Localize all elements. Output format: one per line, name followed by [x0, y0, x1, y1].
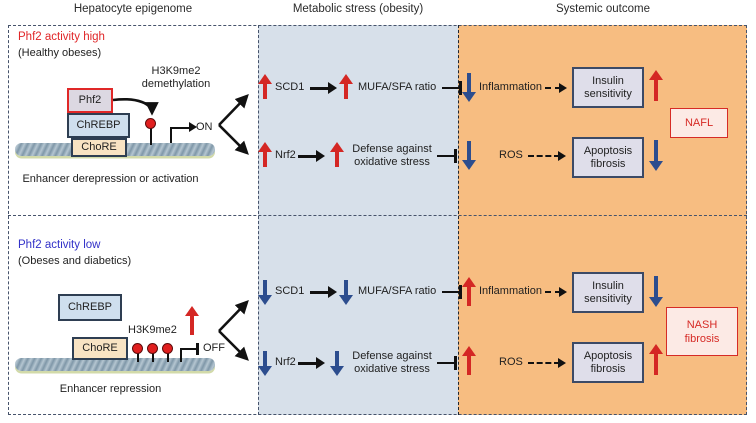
ros-to-apoptosis-dashed-arrow-bottom-icon [528, 357, 566, 369]
nafl-box: NAFL [670, 108, 728, 138]
header-hepatocyte-epigenome: Hepatocyte epigenome [73, 3, 193, 15]
nrf2-down-arrow-icon [258, 350, 272, 376]
defense-inhibits-ros-icon [437, 149, 457, 163]
caption-derepression: Enhancer derepression or activation [22, 173, 199, 185]
methyl-stick-2 [152, 352, 155, 362]
defense-line2-bottom: oxidative stress [354, 362, 430, 375]
divider-top-bottom [8, 215, 747, 216]
nrf2-to-defense-arrow-icon [298, 150, 325, 162]
ros-down-arrow-icon [462, 140, 476, 170]
chore-label-top: ChoRE [81, 141, 117, 154]
header-metabolic-stress: Metabolic stress (obesity) [292, 3, 424, 15]
methyl-mark-icon [145, 118, 156, 129]
caption-repression: Enhancer repression [59, 383, 162, 395]
mufa-inhibits-inflammation-bottom-icon [442, 285, 462, 299]
header-systemic-outcome: Systemic outcome [556, 3, 650, 15]
insulin-down-arrow-icon [649, 275, 663, 307]
h3k9me2-text: H3K9me2 [151, 65, 201, 77]
phf2-label: Phf2 [78, 94, 102, 107]
defense-label-bottom: Defense against oxidative stress [346, 350, 438, 375]
chore-box-top: ChoRE [71, 138, 127, 157]
phf2-box: Phf2 [67, 88, 113, 113]
methyl-mark-3-icon [162, 343, 173, 354]
inflammation-to-insulin-dashed-arrow-bottom-icon [545, 286, 567, 298]
dna-strand-bottom [15, 358, 215, 371]
mufa-inhibits-inflammation-icon [442, 81, 462, 95]
off-label: OFF [203, 342, 225, 354]
defense-up-arrow-icon [330, 142, 344, 168]
inflammation-label-top: Inflammation [479, 81, 542, 93]
chrebp-box-bottom: ChREBP [58, 294, 122, 321]
h3k9me2-demethylation-label: H3K9me2 demethylation [130, 65, 222, 91]
defense-down-arrow-icon [330, 350, 344, 376]
scd1-label-bottom: SCD1 [275, 285, 305, 297]
metabolic-stress-panel [258, 25, 458, 415]
state-label-high: Phf2 activity high [18, 31, 105, 43]
chore-box-bottom: ChoRE [72, 337, 128, 360]
ros-label-bottom: ROS [499, 356, 523, 368]
defense-inhibits-ros-bottom-icon [437, 356, 457, 370]
chore-label-bottom: ChoRE [82, 342, 118, 355]
divider-epigenome-metabolic [258, 25, 259, 415]
outer-dashed-border [8, 25, 747, 415]
divider-metabolic-systemic [458, 25, 459, 415]
apoptosis-down-arrow-icon [649, 139, 663, 171]
scd1-down-arrow-icon [258, 279, 272, 305]
h3k9me2-label-bottom: H3K9me2 [128, 324, 177, 336]
ros-label-top: ROS [499, 149, 523, 161]
chrebp-box-top: ChREBP [67, 113, 130, 138]
nrf2-to-defense-arrow-bottom-icon [298, 357, 325, 369]
methyl-mark-2-icon [147, 343, 158, 354]
nafl-label: NAFL [684, 116, 714, 129]
apoptosis-up-arrow-icon [649, 344, 663, 376]
inflammation-to-insulin-dashed-arrow-icon [545, 82, 567, 94]
mufa-up-arrow-icon [339, 74, 353, 100]
scd1-to-mufa-arrow-bottom-icon [310, 286, 337, 298]
on-label: ON [196, 121, 213, 133]
methyl-mark-1-icon [132, 343, 143, 354]
mufa-down-arrow-icon [339, 279, 353, 305]
nrf2-up-arrow-icon [258, 142, 272, 168]
defense-line2-top: oxidative stress [354, 155, 430, 168]
cohort-label-obese-diabetic: (Obeses and diabetics) [18, 255, 132, 267]
chrebp-label-top: ChREBP [76, 119, 121, 132]
ros-to-apoptosis-dashed-arrow-icon [528, 150, 566, 162]
methyl-stick-3 [167, 352, 170, 362]
demethylation-text: demethylation [141, 78, 211, 90]
transcription-off-bar-icon [180, 342, 199, 362]
state-label-low: Phf2 activity low [18, 239, 101, 251]
transcription-on-arrow-icon [170, 121, 197, 143]
mufa-label-bottom: MUFA/SFA ratio [358, 285, 437, 297]
cohort-label-healthy-obeses: (Healthy obeses) [18, 47, 102, 59]
defense-line1-bottom: Defense against [352, 350, 432, 362]
methyl-stick-top [150, 128, 153, 145]
inflammation-up-arrow-icon [462, 277, 476, 307]
inflammation-label-bottom: Inflammation [479, 285, 542, 297]
insulin-up-arrow-icon [649, 70, 663, 102]
nrf2-label-top: Nrf2 [275, 149, 296, 161]
scd1-up-arrow-icon [258, 74, 272, 100]
ros-up-arrow-icon [462, 346, 476, 376]
scd1-label-top: SCD1 [275, 81, 305, 93]
methyl-stick-1 [137, 352, 140, 362]
defense-label-top: Defense against oxidative stress [346, 143, 438, 168]
chrebp-label-bottom: ChREBP [67, 301, 113, 314]
h3k9me2-up-arrow-icon [185, 306, 199, 336]
nrf2-label-bottom: Nrf2 [275, 356, 296, 368]
scd1-to-mufa-arrow-icon [310, 82, 337, 94]
defense-line1-top: Defense against [352, 143, 432, 155]
inflammation-down-arrow-icon [462, 72, 476, 102]
mufa-label-top: MUFA/SFA ratio [358, 81, 437, 93]
